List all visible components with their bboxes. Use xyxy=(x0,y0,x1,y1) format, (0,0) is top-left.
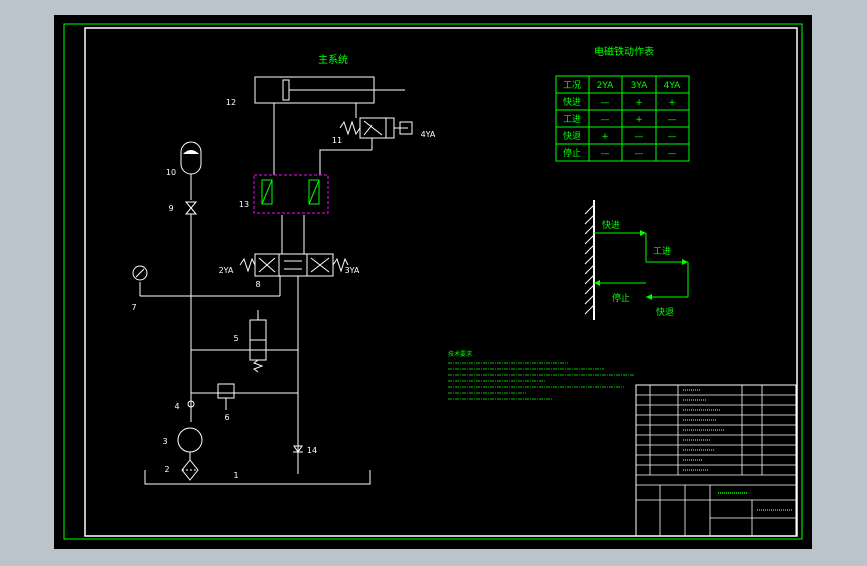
label-14: 14 xyxy=(307,446,317,455)
label-13: 13 xyxy=(239,200,249,209)
main-system-title: 主系统 xyxy=(318,53,348,66)
table-cell: 快进 xyxy=(563,96,581,108)
label-11: 11 xyxy=(332,136,342,145)
label-2: 2 xyxy=(164,465,169,474)
component-13-box xyxy=(253,174,329,214)
label-3: 3 xyxy=(162,437,167,446)
table-cell: 快退 xyxy=(563,130,581,142)
outer-border xyxy=(63,23,803,540)
work-cycle-diagram: 快进 工进 停止 快退 xyxy=(584,200,689,320)
cycle-fast-return: 快退 xyxy=(656,306,674,318)
label-7: 7 xyxy=(131,303,136,312)
cycle-fast-forward: 快进 xyxy=(602,219,620,231)
tank-1 xyxy=(144,470,371,485)
inner-border xyxy=(84,27,798,537)
label-9: 9 xyxy=(168,204,173,213)
table-header-cell: 3YA xyxy=(631,81,649,91)
table-cell: + xyxy=(668,98,676,108)
table-header-cell: 2YA xyxy=(597,81,615,91)
label-5: 5 xyxy=(233,334,238,343)
solenoid-2YA: 2YA xyxy=(219,266,234,275)
solenoid-table-title: 电磁铁动作表 xyxy=(594,45,654,58)
table-header-cell: 4YA xyxy=(664,81,682,91)
table-cell: + xyxy=(635,98,643,108)
table-cell: — xyxy=(668,115,677,125)
label-4: 4 xyxy=(174,402,179,411)
table-header-cell: 工况 xyxy=(563,80,581,91)
title-block xyxy=(635,384,797,537)
label-8: 8 xyxy=(255,280,260,289)
table-cell: — xyxy=(668,149,677,159)
solenoid-3YA: 3YA xyxy=(345,266,360,275)
solenoid-4YA: 4YA xyxy=(421,130,436,139)
label-6: 6 xyxy=(224,413,229,422)
pressure-gauge-7 xyxy=(132,265,148,281)
notes-header: 技术要求 xyxy=(448,350,472,358)
table-cells: 工况 2YA 3YA 4YA 快进 — + + 工进 — + — 快退 + — — 停止 — — — xyxy=(563,80,681,159)
table-cell: + xyxy=(635,115,643,125)
label-10: 10 xyxy=(166,168,176,177)
table-cell: 停止 xyxy=(563,147,581,159)
table-cell: + xyxy=(601,132,609,142)
label-12: 12 xyxy=(226,98,236,107)
table-cell: — xyxy=(601,149,610,159)
table-cell: — xyxy=(635,132,644,142)
label-1: 1 xyxy=(233,471,238,480)
table-cell: — xyxy=(601,115,610,125)
table-cell: — xyxy=(635,149,644,159)
technical-notes: 技术要求 xyxy=(448,350,634,400)
table-cell: — xyxy=(668,132,677,142)
valve-9 xyxy=(184,201,198,215)
table-cell: — xyxy=(601,98,610,108)
solenoid-action-table xyxy=(555,75,690,162)
filter-2 xyxy=(181,459,199,481)
table-cell: 工进 xyxy=(563,114,581,125)
cycle-stop: 停止 xyxy=(612,292,630,304)
hydraulic-lines xyxy=(132,76,413,485)
cycle-work-feed: 工进 xyxy=(653,246,671,257)
